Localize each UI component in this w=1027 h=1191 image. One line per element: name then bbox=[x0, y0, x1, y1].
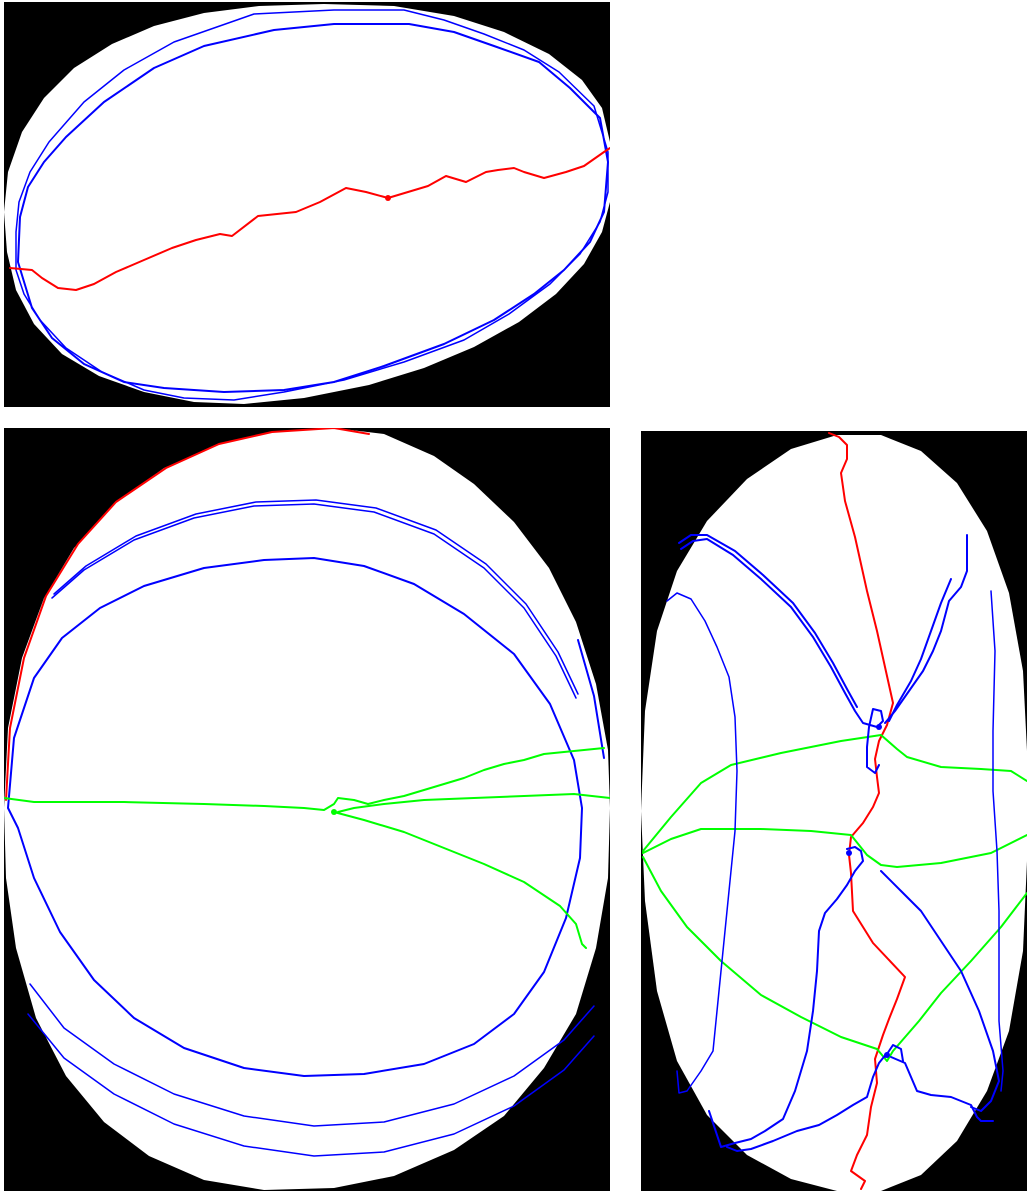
panel-bottom-right bbox=[641, 431, 1027, 1191]
panel-top bbox=[4, 2, 610, 407]
panel-bottom-left-seam-curve-a bbox=[4, 747, 605, 811]
panel-bottom-right-seam-curve-b bbox=[642, 828, 1027, 868]
panel-bottom-left-seam-point bbox=[331, 809, 337, 815]
panel-bottom-right-region bbox=[641, 435, 1027, 1191]
panel-top-boundary-curve-inner bbox=[17, 23, 609, 393]
panel-bottom-left bbox=[4, 428, 610, 1191]
panel-bottom-right-seam-point-middle bbox=[846, 850, 852, 856]
panel-bottom-right-boundary-curve-8 bbox=[880, 870, 1000, 1112]
panel-bottom-right-boundary-curve-9 bbox=[726, 1052, 888, 1152]
panel-bottom-right-seam-curve bbox=[828, 432, 906, 1190]
panel-bottom-right-seam-point-upper bbox=[876, 724, 882, 730]
panel-bottom-right-boundary-curve-6 bbox=[990, 590, 1004, 1092]
panel-bottom-right-boundary-curve-5 bbox=[888, 578, 952, 722]
panel-bottom-right-boundary-curve-1 bbox=[680, 538, 884, 774]
panel-bottom-right-boundary-curve-11 bbox=[884, 1044, 904, 1062]
panel-bottom-left-boundary-curve-3 bbox=[7, 557, 583, 1077]
panel-bottom-left-boundary-edge-right bbox=[577, 639, 605, 759]
panel-bottom-left-boundary-curve-2 bbox=[53, 499, 579, 695]
panel-bottom-right-boundary-curve-4 bbox=[884, 534, 968, 724]
panel-top-region bbox=[4, 4, 610, 404]
panel-bottom-left-seam-curve-b bbox=[337, 793, 610, 813]
panel-bottom-left-boundary-curve-1 bbox=[51, 503, 577, 699]
panel-top-seam-point bbox=[385, 195, 391, 201]
panel-top-seam-curve bbox=[9, 147, 610, 291]
panel-bottom-right-boundary-curve-10 bbox=[890, 1056, 994, 1122]
panel-bottom-left-seam-curve-c bbox=[333, 811, 587, 949]
panel-bottom-left-boundary-curve-5 bbox=[27, 1013, 595, 1157]
panel-bottom-right-boundary-curve-2 bbox=[678, 534, 858, 708]
panel-bottom-left-boundary-curve-4 bbox=[29, 983, 595, 1127]
panel-bottom-right-boundary-curve-3 bbox=[666, 592, 738, 1094]
panel-bottom-right-seam-curve-a bbox=[642, 734, 1027, 852]
panel-bottom-right-seam-point-lower bbox=[884, 1052, 890, 1058]
panel-bottom-right-boundary-curve-7 bbox=[708, 846, 864, 1148]
panel-bottom-left-seam-curve-edge bbox=[5, 428, 370, 801]
